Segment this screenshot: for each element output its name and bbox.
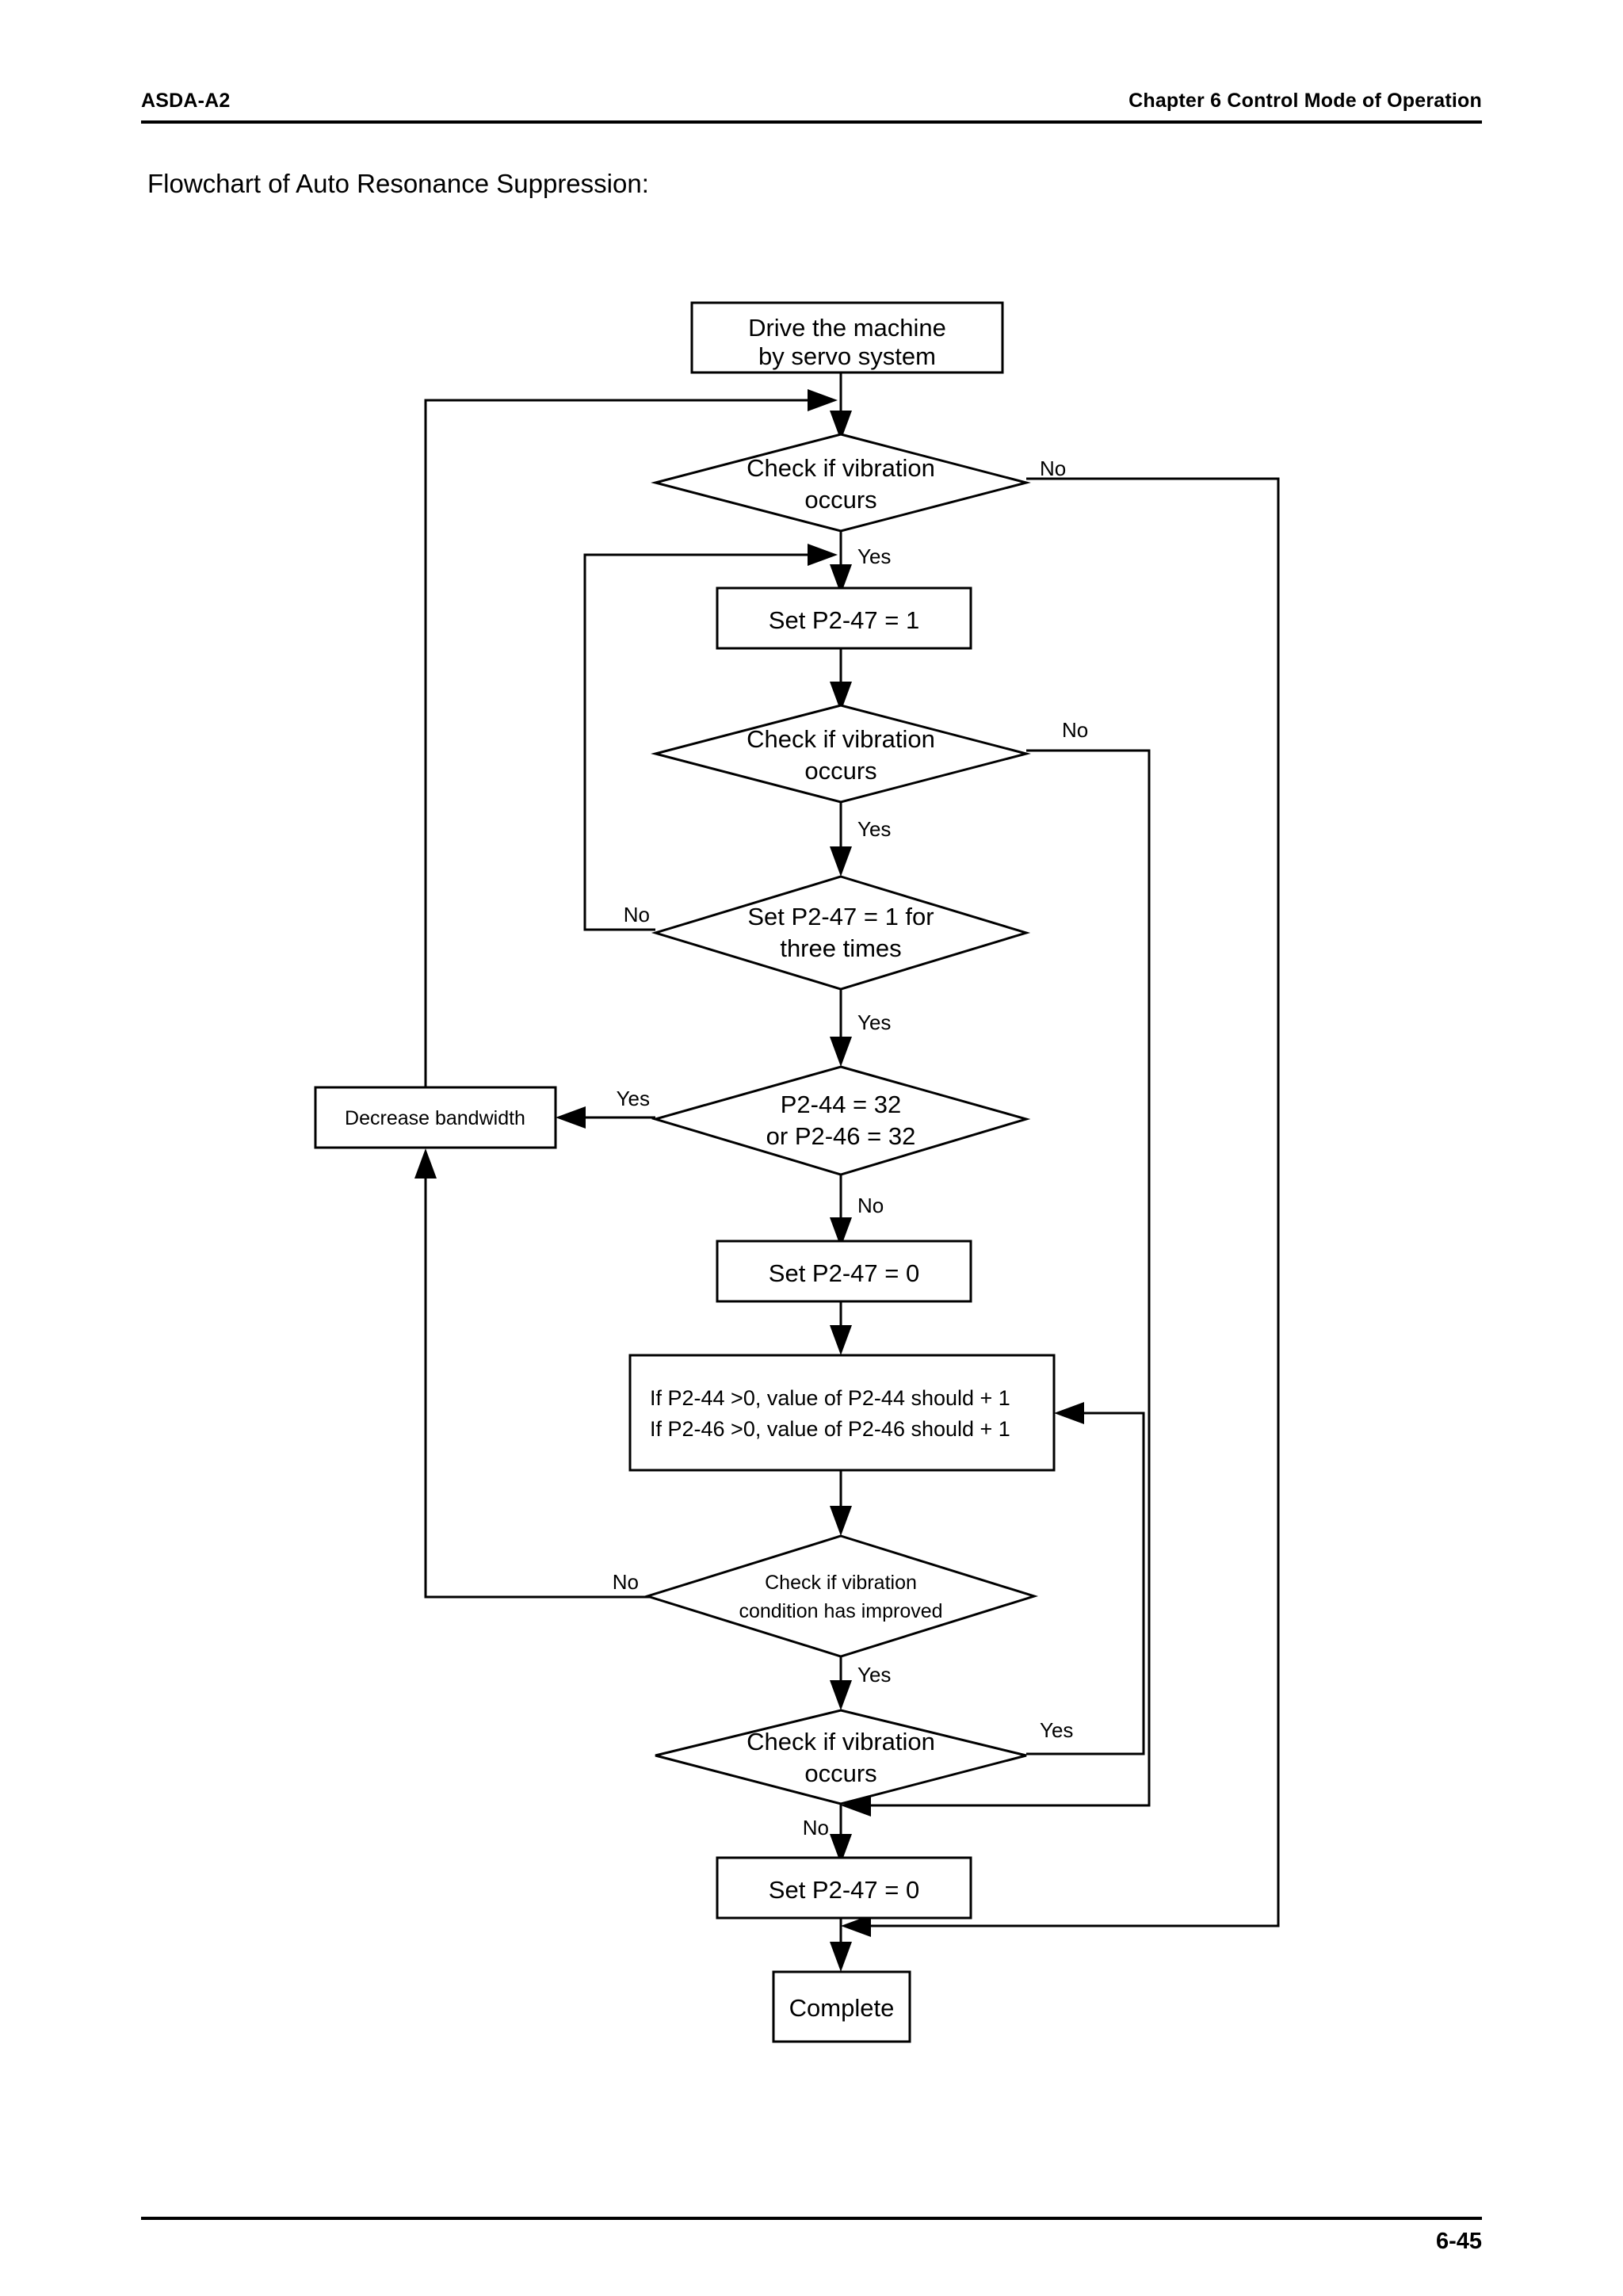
arrowhead-n7-n2	[808, 389, 838, 411]
node-p244-or-p246-32-line2: or P2-46 = 32	[766, 1122, 916, 1150]
edge-label-n5-yes: Yes	[857, 1010, 891, 1034]
edge-label-n6-no: No	[857, 1194, 884, 1217]
node-set-p247-0-second-label: Set P2-47 = 0	[769, 1876, 919, 1904]
node-set-p247-1-label: Set P2-47 = 1	[769, 606, 919, 634]
arrowhead-n2-n13	[841, 1915, 871, 1937]
edge-label-n6-yes: Yes	[617, 1087, 650, 1110]
page-number: 6-45	[1435, 2229, 1482, 2254]
node-decrease-bandwidth[interactable]	[314, 1086, 557, 1149]
node-check-vibration-2-line1: Check if vibration	[747, 725, 935, 753]
edge-label-n11-yes: Yes	[1040, 1718, 1073, 1742]
edge-n11-n9	[1026, 1412, 1145, 1755]
edge-n7-n2	[424, 399, 829, 1087]
arrowhead-n8-n9	[830, 1325, 852, 1355]
arrowhead-n5-n6	[830, 1037, 852, 1067]
node-set-p247-three-times-line2: three times	[780, 934, 901, 962]
node-set-p247-three-times-line1: Set P2-47 = 1 for	[747, 903, 934, 930]
arrowhead-n2-n3	[830, 564, 852, 594]
edge-n2-n13	[850, 477, 1280, 1927]
edge-label-n4-no: No	[1062, 718, 1088, 742]
arrowhead-n9-n10	[830, 1506, 852, 1536]
arrowhead-n12-n13	[830, 1942, 852, 1972]
edge-label-n10-no: No	[613, 1570, 639, 1594]
node-set-p247-0-second[interactable]	[716, 1856, 972, 1920]
node-drive-machine-line1: Drive the machine	[748, 314, 946, 342]
node-complete[interactable]	[772, 1970, 911, 2043]
header-product-name: ASDA-A2	[141, 90, 231, 112]
arrowhead-n5-n3	[808, 544, 838, 566]
node-set-p247-1[interactable]	[716, 586, 972, 650]
arrowhead-n6-n7	[556, 1106, 586, 1129]
node-check-vibration-3[interactable]	[655, 1709, 1027, 1805]
edge-label-n4-yes: Yes	[857, 817, 891, 841]
node-check-condition-improved-line2: condition has improved	[739, 1600, 942, 1622]
node-set-p247-three-times[interactable]	[651, 875, 1031, 991]
header-chapter-title: Chapter 6 Control Mode of Operation	[1128, 90, 1482, 112]
node-decrease-bandwidth-label: Decrease bandwidth	[345, 1107, 525, 1129]
node-complete-label: Complete	[789, 1994, 895, 2022]
node-p244-or-p246-32[interactable]	[651, 1065, 1031, 1176]
node-set-p247-0-first-label: Set P2-47 = 0	[769, 1259, 919, 1287]
arrowhead-n4-n5	[830, 846, 852, 877]
node-check-vibration-1[interactable]	[651, 433, 1031, 533]
page-header: ASDA-A2 Chapter 6 Control Mode of Operat…	[141, 76, 1482, 111]
node-check-vibration-1-line1: Check if vibration	[747, 454, 935, 482]
edge-n10-n7	[424, 1157, 655, 1599]
edge-n4-n12	[850, 749, 1151, 1807]
node-set-p247-0-first[interactable]	[716, 1240, 972, 1303]
edge-label-n5-no: No	[624, 903, 650, 926]
arrowhead-n10-n7	[414, 1148, 437, 1179]
node-increment-p244-p246[interactable]	[628, 1354, 1056, 1472]
node-drive-machine-line2: by servo system	[758, 342, 936, 370]
arrowhead-n1-n2	[830, 411, 852, 441]
header-divider	[141, 120, 1482, 124]
footer-divider	[141, 2217, 1482, 2220]
edge-label-n2-yes: Yes	[857, 544, 891, 568]
edge-label-n2-no: No	[1040, 457, 1066, 480]
edge-n5-n3	[583, 553, 829, 931]
flowchart: Drive the machine by servo system Check …	[314, 301, 1280, 2043]
node-check-vibration-3-line2: occurs	[804, 1759, 876, 1787]
node-p244-or-p246-32-line1: P2-44 = 32	[781, 1091, 902, 1118]
node-drive-machine[interactable]	[690, 301, 1004, 374]
arrowhead-n3-n4	[830, 682, 852, 712]
node-check-vibration-2-line2: occurs	[804, 757, 876, 785]
edge-label-n11-no: No	[803, 1816, 829, 1839]
arrowhead-n6-n8	[830, 1217, 852, 1247]
node-increment-p244-p246-line1: If P2-44 >0, value of P2-44 should + 1	[650, 1386, 1010, 1410]
node-check-vibration-1-line2: occurs	[804, 486, 876, 514]
arrowhead-n4-n12	[841, 1794, 871, 1817]
section-title: Flowchart of Auto Resonance Suppression:	[147, 169, 649, 198]
arrowhead-n10-n11	[830, 1680, 852, 1710]
node-check-vibration-2[interactable]	[651, 704, 1031, 804]
node-check-condition-improved-line1: Check if vibration	[765, 1572, 917, 1594]
node-check-vibration-3-line1: Check if vibration	[747, 1728, 935, 1755]
arrowhead-n11-n9	[1054, 1402, 1084, 1424]
node-increment-p244-p246-line2: If P2-46 >0, value of P2-46 should + 1	[650, 1417, 1010, 1441]
edge-label-n10-yes: Yes	[857, 1663, 891, 1687]
arrowhead-n11-n12	[830, 1834, 852, 1864]
node-check-condition-improved[interactable]	[643, 1534, 1039, 1658]
